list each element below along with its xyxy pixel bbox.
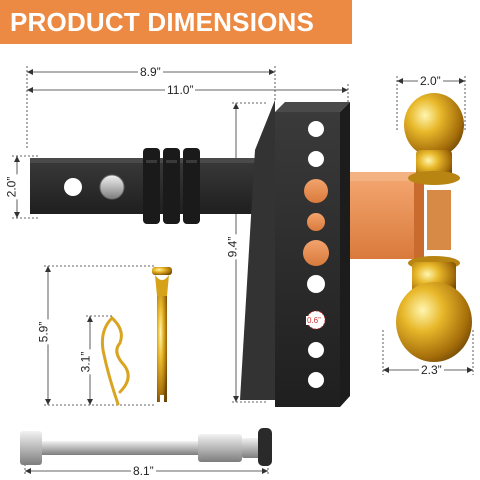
- upper-hitch-ball: [404, 93, 464, 185]
- overall-length-label: 11.0”: [165, 83, 196, 97]
- shank-to-plate-length-label: 8.9”: [138, 65, 163, 79]
- clip-length-label: 3.1”: [78, 349, 93, 375]
- drop-plate-height-label: 9.4”: [225, 234, 240, 260]
- title-banner: PRODUCT DIMENSIONS: [0, 0, 352, 44]
- lower-hitch-ball: [396, 256, 472, 362]
- dimension-lines: [12, 66, 474, 476]
- ball-mount-tube: [340, 172, 451, 259]
- drop-plate: [240, 100, 350, 407]
- upper-ball-diameter-label: 2.0”: [418, 74, 443, 88]
- rubber-collars: [143, 148, 200, 224]
- lower-ball-diameter-label: 2.3”: [419, 363, 444, 377]
- dimension-arrowheads: [14, 69, 473, 474]
- locking-pin: [20, 428, 272, 466]
- pin-length-label: 5.9”: [36, 319, 51, 345]
- page-title: PRODUCT DIMENSIONS: [10, 7, 315, 37]
- hole-spacing-label: 0.6”: [306, 316, 322, 325]
- lock-length-label: 8.1”: [131, 464, 156, 478]
- shank-height-label: 2.0”: [4, 174, 19, 200]
- hairpin-clip: [100, 316, 130, 406]
- hitch-pin: [152, 267, 172, 403]
